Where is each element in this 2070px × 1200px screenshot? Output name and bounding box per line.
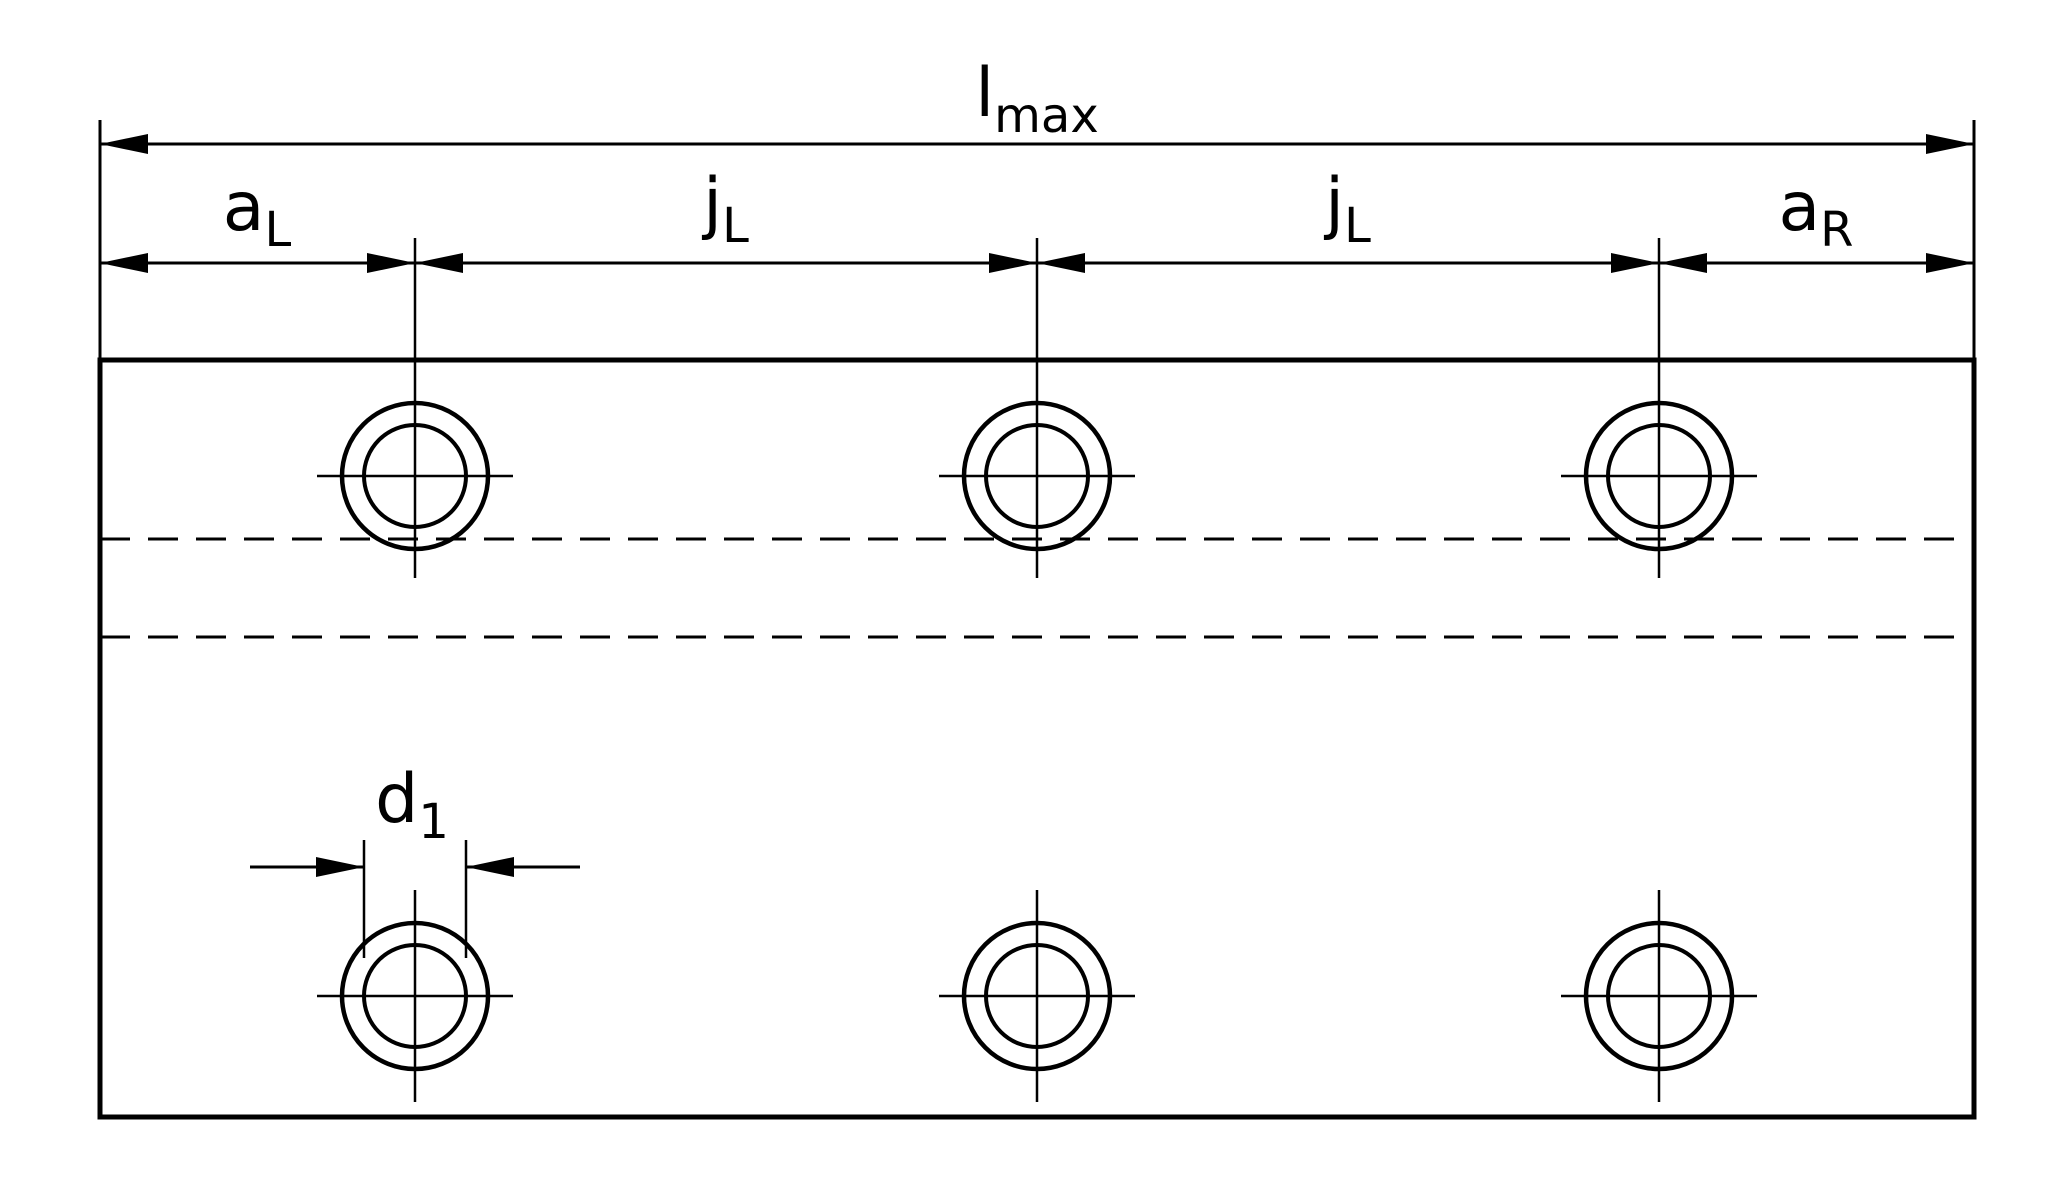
arrowhead [100, 253, 148, 273]
label-lmax: lmax [975, 54, 1098, 144]
arrowhead [1659, 253, 1707, 273]
dimension-chain: aL jL jL aR [100, 164, 1974, 273]
arrowhead [466, 857, 514, 877]
hole-bottom-right [1561, 890, 1757, 1102]
label-aR: aR [1778, 168, 1853, 258]
arrowhead [1926, 253, 1974, 273]
hole-bottom-left [317, 890, 513, 1102]
arrowhead [415, 253, 463, 273]
extension-lines [98, 120, 1976, 578]
arrowhead [100, 134, 148, 154]
label-jL-right: jL [1323, 164, 1371, 254]
arrowhead [367, 253, 415, 273]
label-jL-left: jL [701, 164, 749, 254]
hole-bottom-center [939, 890, 1135, 1102]
arrowhead [1611, 253, 1659, 273]
arrowhead [316, 857, 364, 877]
arrowhead [989, 253, 1037, 273]
dimension-lmax: lmax [100, 54, 1974, 154]
arrowhead [1037, 253, 1085, 273]
dimension-d1: d1 [250, 760, 580, 958]
label-aL: aL [223, 168, 292, 258]
label-d1: d1 [375, 760, 449, 850]
arrowhead [1926, 134, 1974, 154]
